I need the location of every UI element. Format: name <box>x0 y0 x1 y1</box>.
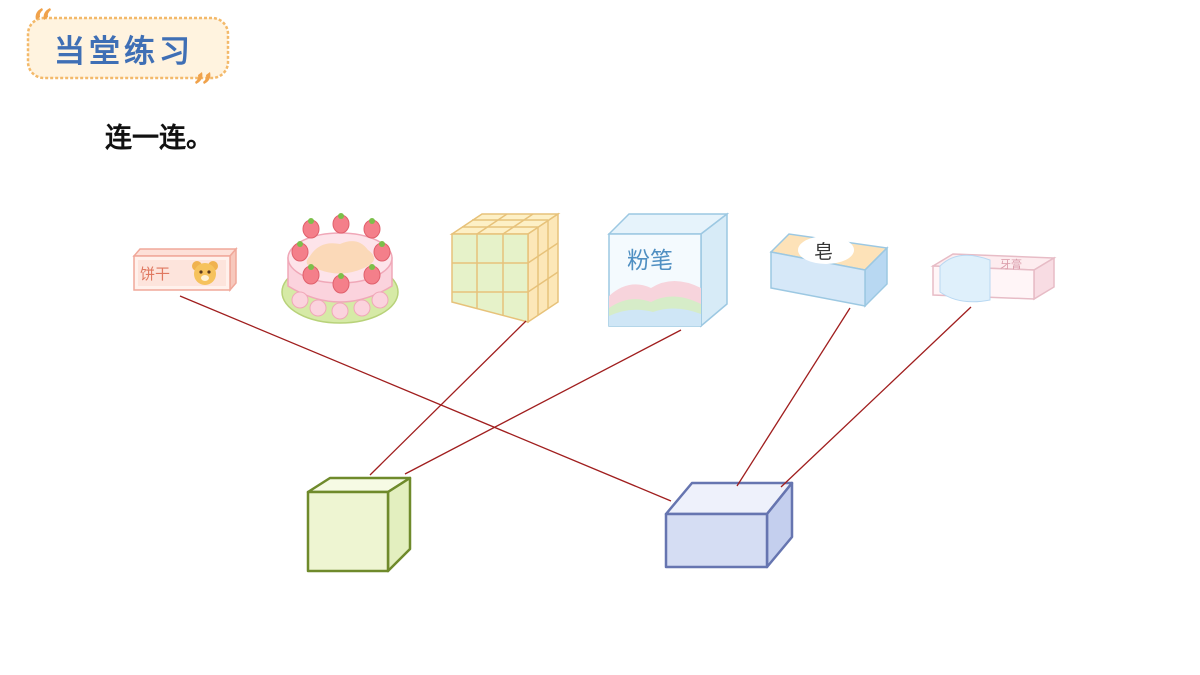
toothpaste-label: 牙膏 <box>1000 257 1022 271</box>
line-toothpaste-to-cuboid <box>780 306 972 488</box>
connection-lines <box>179 295 972 502</box>
page-title: 当堂练习 <box>54 34 194 70</box>
line-biscuit-to-cuboid <box>179 295 672 502</box>
soap-label: 皂 <box>814 241 833 263</box>
instruction-text: 连一连。 <box>105 123 213 154</box>
chalk-box-image: 粉笔 <box>607 212 730 328</box>
line-rubiks-to-cube <box>369 320 527 476</box>
cube-shape <box>306 476 412 573</box>
biscuit-box-image: 饼干 <box>132 246 238 293</box>
cuboid-shape <box>664 481 794 569</box>
chalk-box-label: 粉笔 <box>627 248 673 274</box>
title-badge <box>26 8 230 84</box>
biscuit-box-label: 饼干 <box>140 265 170 283</box>
toothpaste-box-image: 牙膏 <box>930 253 1057 303</box>
line-chalk-to-cube <box>404 329 682 475</box>
line-soap-to-cuboid <box>736 307 851 487</box>
quote-open-icon <box>35 8 51 20</box>
cake-image <box>281 213 399 324</box>
strawberry-icon <box>291 214 391 294</box>
quote-close-icon <box>195 72 211 84</box>
soap-box-image: 皂 <box>769 233 889 308</box>
bear-icon <box>192 261 218 285</box>
rubiks-cube-image <box>449 212 561 324</box>
